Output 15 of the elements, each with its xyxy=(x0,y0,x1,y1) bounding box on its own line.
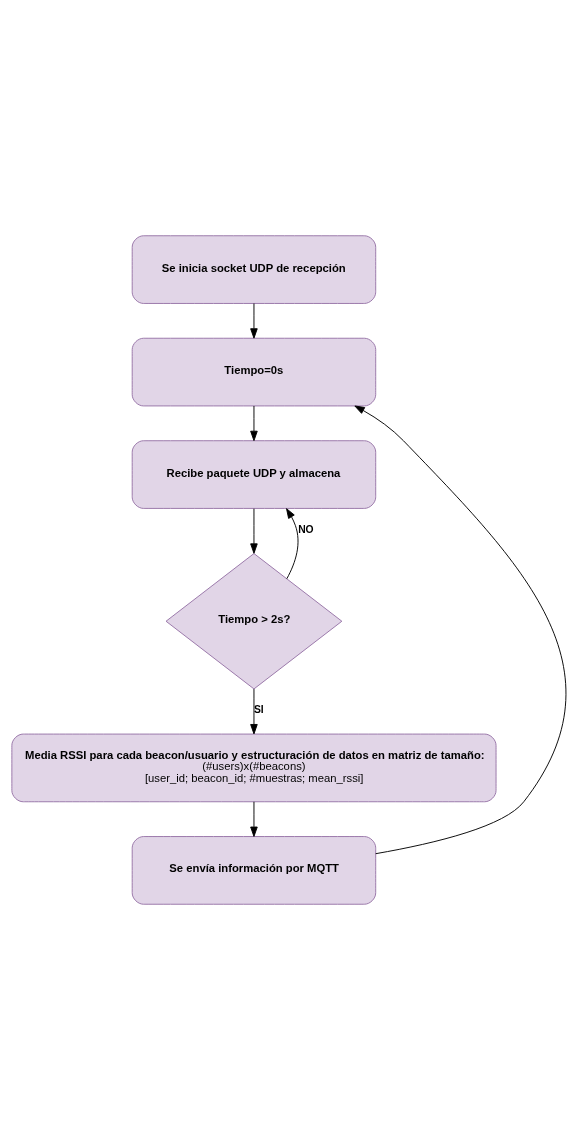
node-box: Media RSSI para cada beacon/usuario y estructuración de datos en matriz de tamaño: (#users)x(#beacons) [user_id; beacon_id; #muestras; mean_rssi] xyxy=(11,733,497,803)
arrow xyxy=(250,405,258,442)
node-box: Se inicia socket UDP de recepción xyxy=(131,235,377,304)
arrow xyxy=(250,801,258,837)
node-box: Tiempo=0s xyxy=(131,337,377,407)
arrow xyxy=(250,508,258,554)
arrow xyxy=(250,688,258,735)
arrow xyxy=(354,405,566,855)
node-diamond: Tiempo > 2s? xyxy=(165,553,343,690)
arrow xyxy=(250,303,258,339)
arrow xyxy=(286,508,299,580)
edge-label: NO xyxy=(298,523,314,535)
node-box: Se envía información por MQTT xyxy=(131,836,377,905)
node-box: Recibe paquete UDP y almacena xyxy=(131,440,377,509)
edge-label: SI xyxy=(253,704,264,716)
